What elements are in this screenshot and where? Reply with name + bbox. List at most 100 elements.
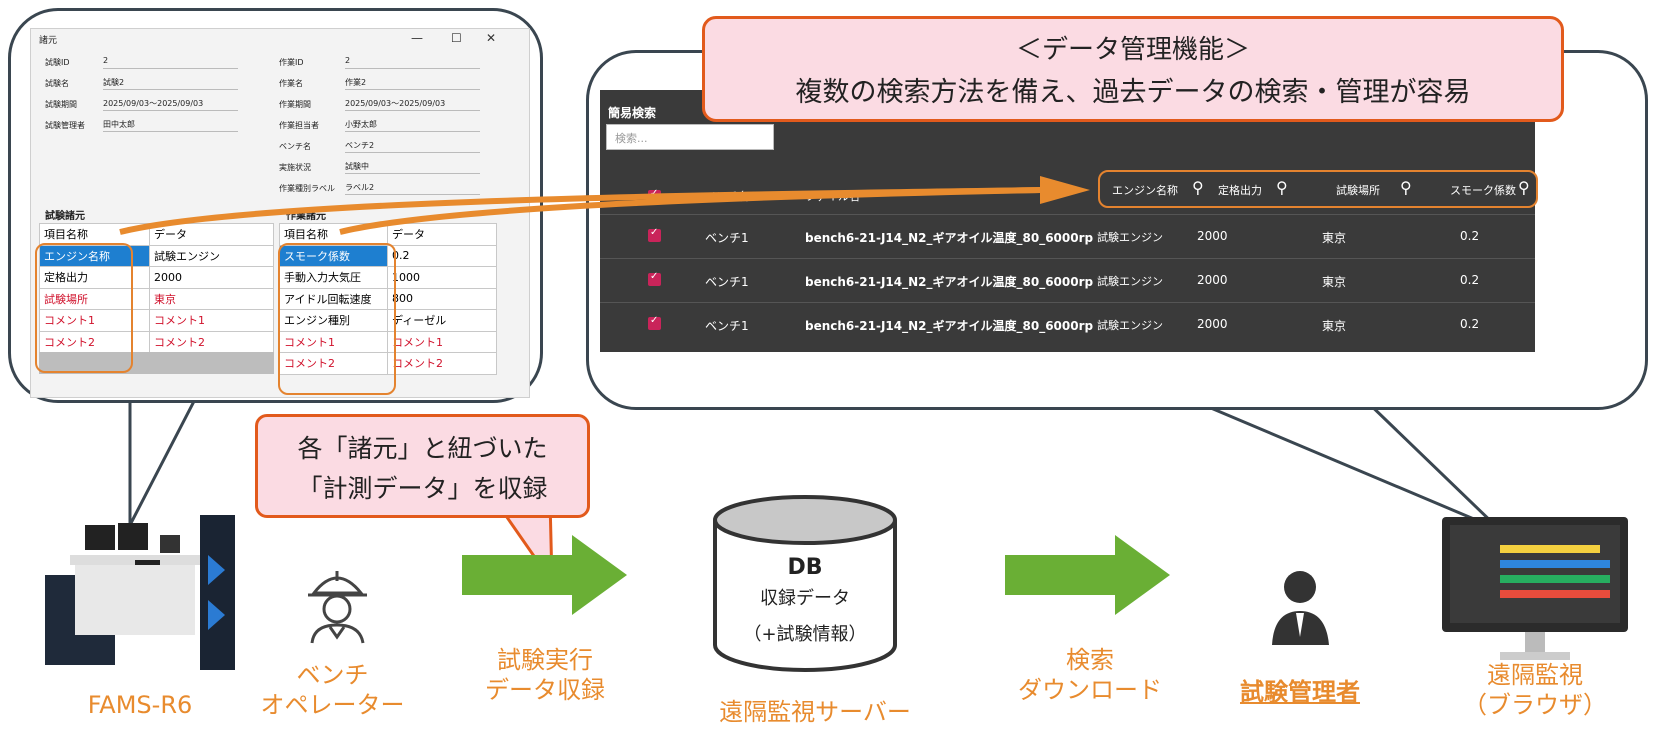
search-icon[interactable]: ⚲ bbox=[1518, 178, 1530, 197]
table-row[interactable]: ベンチ1 bench6-21-J14_N2_ギアオイル温度_80_6000rp … bbox=[600, 214, 1535, 258]
field-label: 作業期間 bbox=[279, 100, 311, 109]
table-row[interactable]: コメント2 コメント2 bbox=[39, 330, 274, 353]
remote-label-line: （ブラウザ） bbox=[1463, 691, 1607, 719]
data-management-callout: ＜データ管理機能＞ 複数の検索方法を備え、過去データの検索・管理が容易 bbox=[702, 16, 1564, 122]
table-cell[interactable]: 1000 bbox=[387, 266, 497, 289]
field-value: 作業2 bbox=[345, 77, 480, 90]
table-cell[interactable]: 試験エンジン bbox=[149, 244, 274, 267]
table-row[interactable]: ベンチ1 bench6-21-J14_N2_ギアオイル温度_80_6000rp … bbox=[600, 302, 1535, 346]
table-cell[interactable]: エンジン種別 bbox=[279, 309, 388, 332]
exec-label-line: データ収録 bbox=[485, 676, 605, 704]
table-cell[interactable]: スモーク係数 bbox=[279, 244, 388, 267]
table-cell[interactable]: コメント1 bbox=[387, 330, 497, 353]
field-value: 試験2 bbox=[103, 77, 238, 90]
table-row[interactable]: ベンチ1 bench6-21-J14_N2_ギアオイル温度_80_6000rp … bbox=[600, 258, 1535, 302]
window-title: 諸元 bbox=[39, 36, 58, 46]
cell-smoke: 0.2 bbox=[1460, 317, 1480, 331]
database-icon bbox=[713, 495, 897, 672]
table-cell[interactable]: コメント2 bbox=[149, 330, 274, 353]
field-value: 2025/09/03～2025/09/03 bbox=[103, 98, 238, 111]
filter-engine-name[interactable]: エンジン名称 bbox=[1112, 184, 1178, 197]
table-row[interactable]: コメント2 コメント2 bbox=[279, 352, 497, 375]
row-checkbox[interactable] bbox=[648, 227, 661, 242]
highlight-work-items bbox=[278, 243, 396, 395]
cell-output: 2000 bbox=[1197, 273, 1228, 287]
field-label: 作業種別ラベル bbox=[279, 184, 335, 193]
field-label: 試験ID bbox=[45, 58, 70, 67]
server-label: 遠隔監視サーバー bbox=[719, 698, 911, 726]
filter-rated-output[interactable]: 定格出力 bbox=[1218, 184, 1262, 197]
remote-label-line: 遠隔監視 bbox=[1487, 661, 1583, 689]
table-cell[interactable]: 800 bbox=[387, 287, 497, 310]
cell-file: bench6-21-J14_N2_ギアオイル温度_80_6000rp bbox=[805, 319, 1094, 333]
filter-columns-box: エンジン名称 ⚲ 定格出力 ⚲ 試験場所 ⚲ スモーク係数 ⚲ bbox=[1098, 170, 1538, 208]
cell-bench: ベンチ1 bbox=[705, 319, 749, 333]
table-row[interactable]: エンジン名称 試験エンジン bbox=[39, 244, 274, 267]
exec-label: 試験実行 データ収録 bbox=[455, 645, 635, 705]
row-checkbox[interactable] bbox=[648, 271, 661, 286]
minimize-button[interactable]: — bbox=[411, 31, 423, 45]
table-row[interactable]: コメント1 コメント1 bbox=[279, 330, 497, 353]
field-value: 試験中 bbox=[345, 161, 480, 174]
field-label: 試験管理者 bbox=[45, 121, 85, 130]
close-button[interactable]: ✕ bbox=[486, 31, 497, 45]
cell-place: 東京 bbox=[1322, 319, 1347, 333]
db-title: DB bbox=[787, 555, 823, 580]
search-icon[interactable]: ⚲ bbox=[1276, 178, 1288, 197]
field-value: 2 bbox=[103, 56, 238, 69]
table-cell[interactable]: 0.2 bbox=[387, 244, 497, 267]
field-label: 試験期間 bbox=[45, 100, 77, 109]
db-line: 収録データ bbox=[760, 588, 850, 609]
callout-line: 各「諸元」と紐づいた bbox=[297, 434, 548, 463]
db-text-block: DB 収録データ （+試験情報） bbox=[710, 555, 900, 646]
field-value: 2 bbox=[345, 56, 480, 69]
table-cell[interactable]: エンジン名称 bbox=[39, 244, 150, 267]
operator-label: ベンチ オペレーター bbox=[250, 660, 415, 720]
cell-place: 東京 bbox=[1322, 275, 1347, 289]
work-spec-table: 項目名称 データ スモーク係数 0.2 手動入力大気圧 1000 アイドル回転速… bbox=[279, 223, 497, 375]
right-bubble-tail bbox=[1180, 395, 1502, 532]
operator-label-line: オペレーター bbox=[260, 691, 405, 719]
field-label: 試験名 bbox=[45, 79, 69, 88]
row-checkbox[interactable] bbox=[648, 315, 661, 330]
table-row[interactable]: 試験場所 東京 bbox=[39, 287, 274, 310]
column-header: データ bbox=[149, 223, 274, 246]
cell-bench: ベンチ1 bbox=[705, 275, 749, 289]
table-row[interactable]: アイドル回転速度 800 bbox=[279, 287, 497, 310]
quick-search-input[interactable]: 検索... bbox=[606, 124, 774, 150]
field-value: ラベル2 bbox=[345, 182, 480, 195]
data-management-panel: 簡易検索 検索... ベンチ名 ファイル名 ベンチ1 bench6-21-J14… bbox=[600, 90, 1535, 352]
exec-label-line: 試験実行 bbox=[497, 646, 593, 674]
table-cell[interactable]: コメント1 bbox=[149, 309, 274, 332]
field-value: 小野太郎 bbox=[345, 119, 480, 132]
test-spec-title: 試験諸元 bbox=[45, 211, 85, 222]
table-cell[interactable]: 2000 bbox=[149, 266, 274, 289]
table-row[interactable]: エンジン種別 ディーゼル bbox=[279, 309, 497, 332]
fams-machine-image bbox=[45, 515, 235, 670]
test-spec-table: 項目名称 データ エンジン名称 試験エンジン 定格出力 2000 試験場所 東京… bbox=[39, 223, 274, 353]
table-cell[interactable]: ディーゼル bbox=[387, 309, 497, 332]
manager-person-icon bbox=[1272, 571, 1329, 645]
worker-helmet-icon bbox=[308, 571, 367, 644]
field-value: 2025/09/03～2025/09/03 bbox=[345, 98, 480, 111]
search-icon[interactable]: ⚲ bbox=[1400, 178, 1412, 197]
operator-label-line: ベンチ bbox=[296, 661, 369, 689]
table-cell[interactable]: コメント1 bbox=[279, 330, 388, 353]
field-label: 作業担当者 bbox=[279, 121, 319, 130]
table-cell[interactable]: コメント1 bbox=[39, 309, 150, 332]
table-cell[interactable]: コメント2 bbox=[387, 352, 497, 375]
filter-test-place[interactable]: 試験場所 bbox=[1336, 184, 1380, 197]
quick-search-label: 簡易検索 bbox=[608, 106, 657, 120]
table-cell[interactable]: 東京 bbox=[149, 287, 274, 310]
maximize-button[interactable]: ☐ bbox=[451, 31, 462, 45]
table-row[interactable]: スモーク係数 0.2 bbox=[279, 244, 497, 267]
table-cell[interactable]: 手動入力大気圧 bbox=[279, 266, 388, 289]
filter-smoke[interactable]: スモーク係数 bbox=[1450, 184, 1516, 197]
search-icon[interactable]: ⚲ bbox=[1192, 178, 1204, 197]
select-all-checkbox[interactable] bbox=[648, 188, 661, 203]
table-empty-area bbox=[39, 352, 274, 374]
table-row[interactable]: 手動入力大気圧 1000 bbox=[279, 266, 497, 289]
table-cell[interactable]: アイドル回転速度 bbox=[279, 287, 388, 310]
db-line: （+試験情報） bbox=[743, 624, 867, 645]
column-header: 項目名称 bbox=[279, 223, 388, 246]
